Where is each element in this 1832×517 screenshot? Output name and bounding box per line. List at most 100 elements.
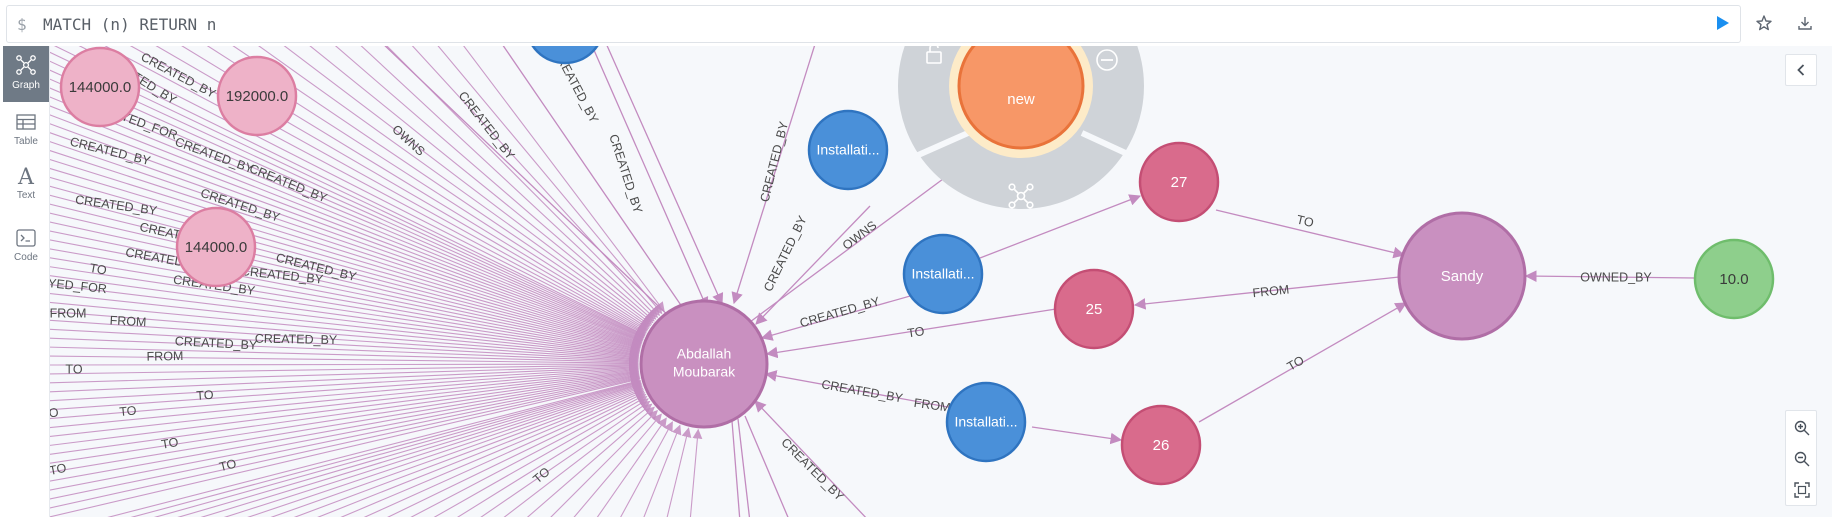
rel-down-2[interactable] (731, 420, 741, 517)
relationship-line[interactable] (50, 355, 639, 369)
relationship-line[interactable] (50, 367, 640, 437)
relationship-line[interactable] (50, 337, 640, 366)
relationship-line[interactable] (252, 46, 652, 327)
relationship-line[interactable] (450, 398, 649, 517)
relationship-line[interactable] (50, 301, 640, 362)
rel-created-by-inst1[interactable] (755, 205, 871, 325)
relationship-line[interactable] (408, 46, 661, 317)
relationship-line[interactable] (50, 104, 644, 342)
node-26[interactable]: 26 (1120, 404, 1202, 486)
unlock-icon[interactable] (926, 46, 942, 64)
rel-to-26-sandy[interactable] (1198, 302, 1408, 423)
relationship-line[interactable] (114, 378, 642, 517)
relationship-line[interactable] (50, 372, 640, 482)
relationship-line[interactable] (50, 158, 642, 347)
node-installation-partial[interactable] (526, 46, 604, 65)
relationship-line[interactable] (210, 382, 643, 517)
rel-created-by-inst3[interactable] (764, 370, 954, 409)
relationship-line[interactable] (50, 371, 640, 473)
relationship-line[interactable] (378, 392, 646, 517)
rel-to-27-sandy[interactable] (1215, 209, 1406, 259)
relationship-line[interactable] (50, 284, 640, 360)
relationship-line[interactable] (50, 95, 644, 341)
relationship-line[interactable] (50, 266, 640, 358)
rel-down-4[interactable] (744, 415, 790, 517)
relationship-line[interactable] (50, 310, 640, 363)
relationship-line[interactable] (618, 421, 673, 517)
relationship-line[interactable] (50, 373, 641, 492)
hide-icon[interactable] (1096, 49, 1118, 71)
relationship-line[interactable] (666, 427, 692, 517)
relationship-line[interactable] (570, 413, 662, 517)
relationship-line[interactable] (546, 409, 659, 517)
relationship-line[interactable] (50, 370, 640, 464)
relationship-line[interactable] (50, 292, 640, 361)
rel-up-2[interactable] (590, 46, 709, 310)
relationship-line[interactable] (594, 417, 667, 517)
graph-canvas[interactable]: TO FROM TO OWNED_BY TO CREATED_BY OWNS C… (50, 46, 1832, 517)
node-installation-1[interactable]: Installati... (807, 109, 889, 191)
relationship-line[interactable] (50, 368, 640, 446)
relationship-line[interactable] (50, 176, 642, 349)
relationship-line[interactable] (122, 46, 648, 333)
relationship-line[interactable] (70, 46, 647, 335)
relationship-line[interactable] (50, 374, 641, 500)
tab-text[interactable]: A Text (3, 162, 49, 218)
zoom-in-icon[interactable] (1793, 419, 1811, 437)
query-input[interactable]: MATCH (n) RETURN n (43, 15, 217, 34)
relationship-line[interactable] (50, 359, 639, 370)
relationship-line[interactable] (50, 194, 642, 351)
rel-down-3[interactable] (737, 418, 751, 517)
relationship-line[interactable] (50, 212, 641, 353)
relationship-line[interactable] (330, 46, 655, 322)
relationship-line[interactable] (50, 68, 645, 338)
relationship-line[interactable] (330, 388, 645, 517)
relationship-line[interactable] (50, 140, 643, 345)
relationship-line[interactable] (234, 383, 643, 517)
zoom-out-icon[interactable] (1793, 450, 1811, 468)
relationship-line[interactable] (50, 239, 641, 355)
relationship-line[interactable] (460, 46, 665, 313)
relationship-line[interactable] (278, 46, 653, 325)
relationship-line[interactable] (50, 361, 639, 384)
relationship-line[interactable] (50, 59, 645, 338)
relationship-line[interactable] (138, 379, 642, 517)
rel-up-4[interactable] (731, 46, 816, 305)
relationship-line[interactable] (50, 167, 642, 348)
star-icon[interactable] (1755, 14, 1773, 32)
relationship-line[interactable] (434, 46, 663, 315)
rel-up-5[interactable] (380, 46, 675, 322)
relationship-line[interactable] (50, 365, 640, 420)
relationship-line[interactable] (306, 387, 644, 517)
relationship-line[interactable] (282, 385, 644, 517)
relationship-line[interactable] (50, 366, 640, 429)
rel-up-1[interactable] (500, 46, 688, 315)
relationship-line[interactable] (186, 381, 642, 517)
query-editor[interactable]: $ MATCH (n) RETURN n (6, 5, 1741, 43)
rel-to-25-abdallah[interactable] (765, 308, 1057, 359)
relationship-line[interactable] (96, 46, 647, 334)
relationship-line[interactable] (50, 364, 640, 411)
relationship-line[interactable] (50, 131, 643, 344)
relationship-line[interactable] (522, 406, 655, 517)
node-sandy[interactable]: Sandy (1397, 211, 1527, 341)
relationship-line[interactable] (50, 77, 645, 339)
relationship-line[interactable] (426, 396, 648, 517)
node-27[interactable]: 27 (1138, 141, 1220, 223)
rel-up-3[interactable] (605, 46, 724, 306)
relationship-line[interactable] (50, 46, 646, 336)
relationship-line[interactable] (50, 230, 641, 354)
expand-icon[interactable] (1008, 183, 1034, 209)
rel-owns-abdallah-new[interactable] (749, 158, 971, 323)
relationship-line[interactable] (689, 428, 703, 517)
collapse-panel-button[interactable] (1785, 54, 1817, 86)
node-installation-2[interactable]: Installati... (902, 233, 984, 315)
relationship-line[interactable] (50, 362, 640, 393)
rel-from-inst3-26[interactable] (1031, 426, 1123, 445)
relationship-line[interactable] (402, 394, 647, 517)
node-10-0[interactable]: 10.0 (1693, 238, 1775, 320)
tab-graph[interactable]: Graph (3, 46, 49, 102)
relationship-line[interactable] (50, 122, 643, 343)
node-144000-a[interactable]: 144000.0 (59, 46, 141, 128)
relationship-line[interactable] (50, 369, 640, 455)
